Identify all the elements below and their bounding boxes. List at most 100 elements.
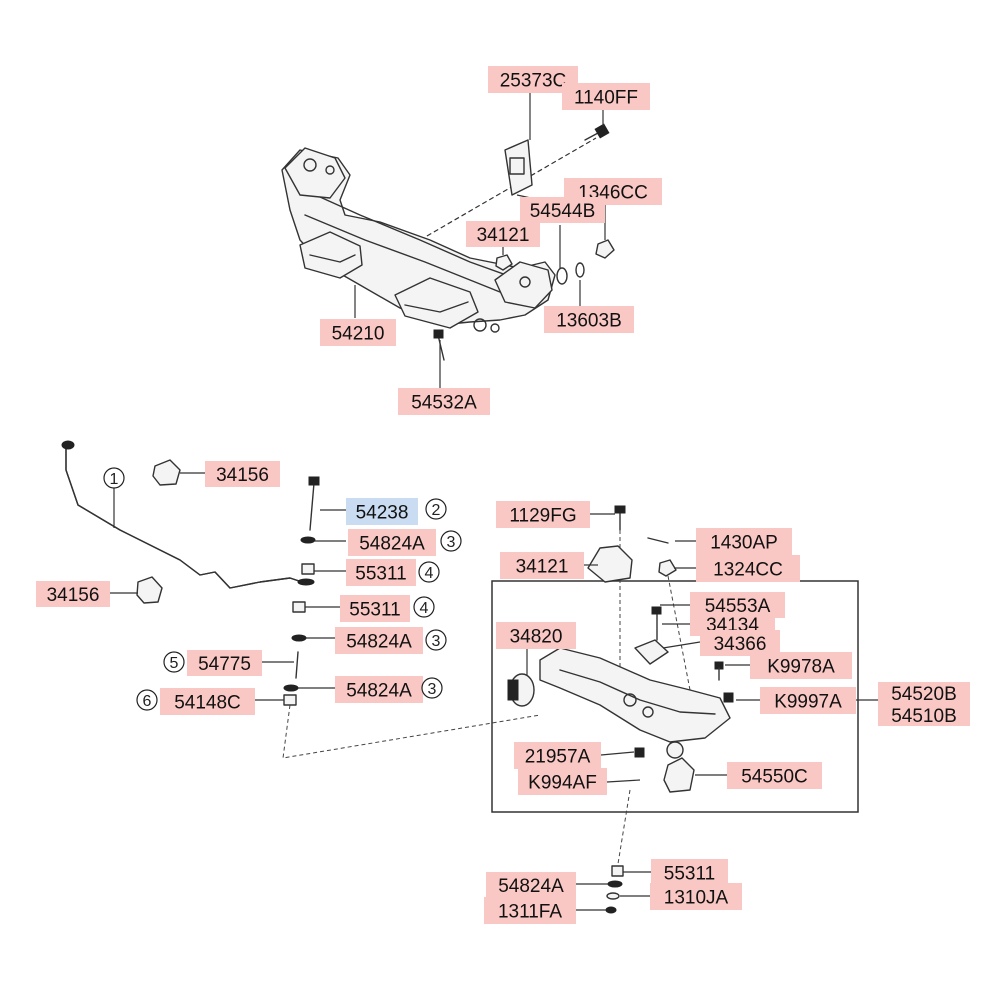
callout-box — [562, 83, 650, 110]
reference-number: 2 — [432, 502, 441, 519]
callout-box — [466, 221, 540, 247]
reference-number: 3 — [447, 534, 456, 551]
callout-box — [750, 652, 852, 679]
callout-54148c[interactable]: 54148C — [160, 688, 255, 715]
callout-34366[interactable]: 34366 — [700, 630, 780, 656]
part-number-label: 54510B — [891, 706, 957, 727]
callout-box — [205, 461, 280, 487]
callout-box — [878, 704, 970, 726]
callout-54550c[interactable]: 54550C — [727, 762, 822, 789]
callout-box — [335, 627, 423, 654]
callout-34820[interactable]: 34820 — [496, 622, 576, 649]
part-number-label: 1140FF — [574, 88, 638, 109]
callout-54775[interactable]: 54775 — [187, 650, 262, 676]
part-number-label: 1311FA — [498, 902, 562, 923]
callout-1129fg[interactable]: 1129FG — [496, 501, 590, 528]
callout-34156-b[interactable]: 34156 — [36, 581, 110, 607]
part-number-label: 1310JA — [664, 888, 729, 909]
part-number-label: 54553A — [705, 596, 771, 617]
callout-1140ff[interactable]: 1140FF — [562, 83, 650, 110]
part-number-label: 34156 — [47, 585, 100, 606]
part-number-label: 54824A — [346, 681, 412, 702]
callout-box — [518, 768, 607, 795]
callout-box — [348, 529, 436, 556]
callout-k994af[interactable]: K994AF — [518, 768, 607, 795]
callout-54532a[interactable]: 54532A — [398, 388, 490, 415]
callout-54520b[interactable]: 54520B — [878, 682, 970, 705]
callout-box — [727, 762, 822, 789]
part-number-label: 55311 — [664, 864, 715, 885]
callout-54824a-1[interactable]: 54824A — [348, 529, 436, 556]
reference-number: 4 — [425, 565, 434, 582]
reference-number: 5 — [170, 655, 179, 672]
callout-box — [496, 622, 576, 649]
callout-54238[interactable]: 54238 — [346, 498, 418, 525]
callout-box — [346, 559, 416, 586]
reference-number: 3 — [428, 681, 437, 698]
callout-34121-bot[interactable]: 34121 — [500, 552, 584, 579]
part-number-label: 54520B — [891, 684, 957, 705]
part-number-label: 54532A — [411, 393, 477, 414]
callout-k9997a[interactable]: K9997A — [760, 687, 856, 714]
crossmember-assembly-drawing — [281, 92, 615, 388]
callout-box — [696, 528, 792, 555]
callout-54824a-4[interactable]: 54824A — [486, 872, 576, 898]
callout-21957a[interactable]: 21957A — [514, 742, 601, 769]
part-number-label: 55311 — [355, 564, 406, 585]
callout-13603b[interactable]: 13603B — [544, 306, 634, 333]
callout-55311-2[interactable]: 55311 — [340, 595, 410, 622]
reference-circle-n4b: 4 — [413, 596, 435, 618]
callout-box — [651, 859, 728, 886]
part-number-label: 54775 — [198, 654, 251, 675]
part-number-label: 34121 — [477, 225, 530, 246]
callout-box — [514, 742, 601, 769]
callout-1310ja[interactable]: 1310JA — [650, 883, 742, 910]
callout-box — [760, 687, 856, 714]
callout-box — [544, 306, 634, 333]
callout-55311-3[interactable]: 55311 — [651, 859, 728, 886]
callout-54210[interactable]: 54210 — [320, 319, 396, 346]
callout-box — [335, 676, 423, 703]
callout-1311fa[interactable]: 1311FA — [484, 897, 576, 924]
part-number-label: 1129FG — [509, 506, 576, 527]
callout-34121-top[interactable]: 34121 — [466, 221, 540, 247]
part-number-label: K994AF — [528, 773, 597, 794]
part-number-label: 21957A — [525, 747, 591, 768]
reference-circle-n3b: 3 — [425, 629, 447, 651]
callout-34156-a[interactable]: 34156 — [205, 461, 280, 487]
part-number-label: 34121 — [516, 557, 569, 578]
callout-box — [500, 552, 584, 579]
part-number-label: 54148C — [174, 693, 241, 714]
callout-54510b[interactable]: 54510B — [878, 704, 970, 727]
callout-box — [696, 555, 800, 582]
callout-54824a-3[interactable]: 54824A — [335, 676, 423, 703]
lower-arm-drawing — [491, 505, 878, 914]
callout-54824a-2[interactable]: 54824A — [335, 627, 423, 654]
callout-54544b[interactable]: 54544B — [520, 197, 605, 223]
part-number-label: K9997A — [774, 692, 842, 713]
reference-circle-n6: 6 — [136, 689, 158, 711]
reference-circle-n3c: 3 — [421, 677, 443, 699]
callout-1324cc[interactable]: 1324CC — [696, 555, 800, 582]
part-number-label: 25373C — [500, 71, 567, 92]
reference-number: 4 — [420, 600, 429, 617]
callout-box — [187, 650, 262, 676]
callout-box — [320, 319, 396, 346]
callout-box — [650, 883, 742, 910]
part-number-callouts: 25373C1140FF1346CC54544B341215421013603B… — [36, 66, 970, 924]
callout-k9978a[interactable]: K9978A — [750, 652, 852, 679]
part-number-label: 54544B — [530, 201, 596, 222]
reference-number: 1 — [110, 471, 119, 488]
callout-1346cc[interactable]: 1346CC — [564, 178, 662, 205]
callout-box — [878, 682, 970, 704]
reference-circle-n2: 2 — [425, 498, 447, 520]
callout-1430ap[interactable]: 1430AP — [696, 528, 792, 555]
detail-inset-frame — [491, 580, 859, 813]
callout-box — [520, 197, 605, 223]
part-number-label: 54210 — [332, 324, 385, 345]
callout-55311-1[interactable]: 55311 — [346, 559, 416, 586]
part-number-label: 34156 — [216, 465, 269, 486]
callout-box — [484, 897, 576, 924]
